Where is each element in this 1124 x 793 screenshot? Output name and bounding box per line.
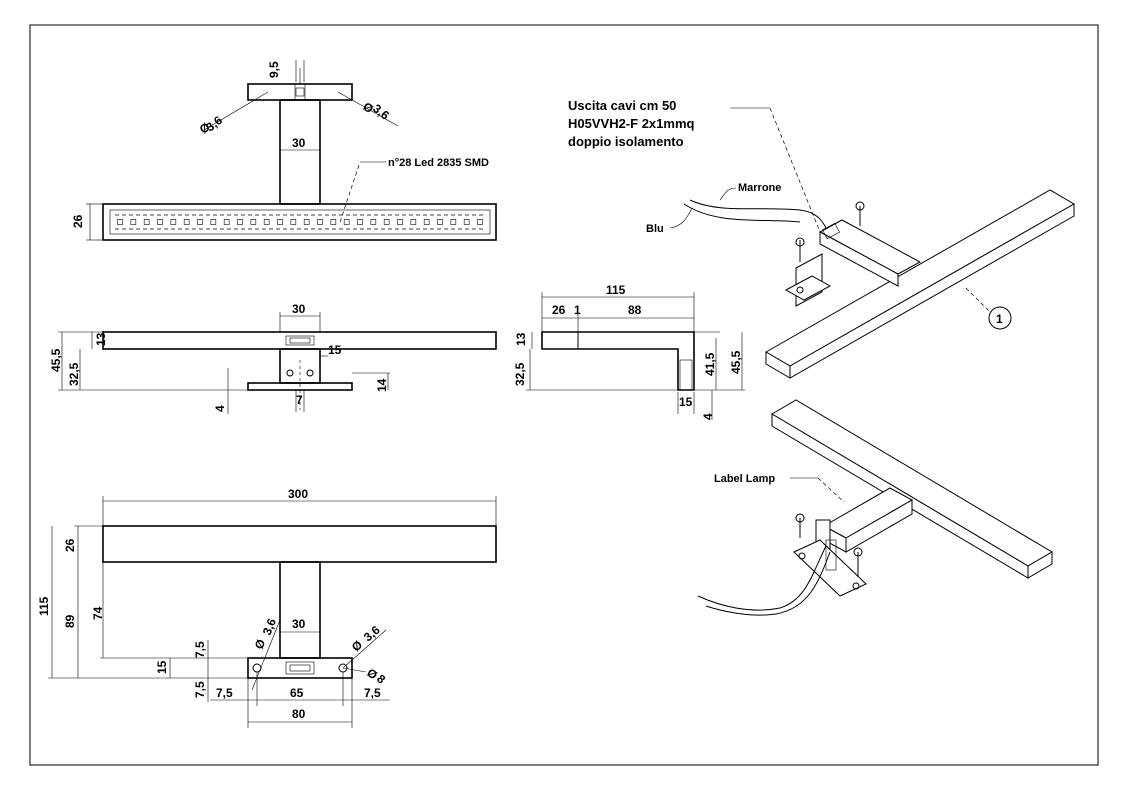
dim-side-bar-h: 13 [94, 332, 108, 346]
balloon-1 [988, 306, 1012, 330]
led-chip [223, 219, 230, 225]
dim-top-edge-r: 7,5 [364, 686, 381, 700]
led-chip [463, 219, 470, 225]
led-chip [290, 219, 297, 225]
label-lamp-note: Label Lamp [714, 473, 775, 485]
dim-top-half-a: 7,5 [193, 641, 207, 658]
side-bar [102, 331, 497, 350]
cable-note-line2: H05VVH2-F 2x1mmq [568, 116, 694, 131]
led-chip [383, 219, 390, 225]
side-view-mid: 30 13 45,5 32,5 15 14 4 7 [49, 302, 497, 414]
dim-top-base-w: 80 [292, 707, 306, 721]
dim-front-top-width: 9,5 [267, 61, 281, 78]
front-arm [279, 99, 321, 205]
led-chip [370, 219, 377, 225]
wire-brown-label: Marrone [738, 182, 781, 194]
drawing-frame [29, 24, 1099, 766]
dim-top-length: 300 [288, 487, 308, 501]
front-view: 9,5 3,6 Ø Ø 3,6 30 26 n°28 Led 2835 SMD [71, 60, 497, 241]
dim-right-seg-c: 88 [628, 303, 642, 317]
dim-right-bar-h: 13 [514, 332, 528, 346]
dim-right-seg-a: 26 [552, 303, 566, 317]
side-profile [541, 331, 695, 391]
led-chip [330, 219, 337, 225]
dim-side-arm-width: 30 [292, 302, 306, 316]
dim-front-bar-height: 26 [71, 214, 85, 228]
cable-note-line1: Uscita cavi cm 50 [568, 98, 676, 113]
svg-text:Ø: Ø [252, 637, 268, 651]
dim-right-overall: 115 [606, 283, 626, 297]
led-chip [130, 219, 137, 225]
led-chip [263, 219, 270, 225]
dim-side-center: 7 [296, 393, 303, 407]
led-chip [477, 219, 483, 225]
top-bar [102, 525, 497, 563]
led-chip [317, 219, 323, 225]
top-base-plate [247, 657, 353, 679]
dim-top-base-h: 15 [155, 660, 169, 674]
led-chip [210, 219, 217, 225]
dim-top-half-b: 7,5 [193, 681, 207, 698]
led-chip [170, 219, 177, 225]
front-mount-plate [247, 83, 353, 101]
balloon-label: 1 [996, 312, 1003, 326]
wire-blue-label: Blu [646, 223, 664, 235]
top-view: 300 26 115 89 74 30 Ø 3,6 Ø 3,6 Ø 8 15 7… [37, 487, 497, 728]
led-chip [157, 219, 163, 225]
led-chip [303, 219, 310, 225]
led-chip [197, 219, 203, 225]
dim-right-base-t: 4 [701, 413, 715, 420]
iso-view-lower: Label Lamp [697, 399, 1053, 616]
cable-note-line3: doppio isolamento [568, 134, 684, 149]
dim-top-arm-len: 74 [91, 606, 105, 620]
led-chip [277, 219, 283, 225]
dim-top-arm-w: 30 [292, 617, 306, 631]
dim-right-arm-h: 41,5 [703, 352, 717, 376]
top-arm [279, 561, 321, 659]
dim-side-lower-h: 32,5 [67, 362, 81, 386]
led-chip [117, 219, 123, 225]
dim-side-total-h: 45,5 [49, 348, 63, 372]
side-view-right: 115 26 1 88 13 32,5 41,5 45,5 15 4 [513, 283, 745, 420]
dim-right-lower-h: 32,5 [513, 362, 527, 386]
led-chip [183, 219, 190, 225]
dim-side-base-h: 14 [375, 378, 389, 392]
dim-right-seg-b: 1 [574, 303, 581, 317]
led-chip [437, 219, 443, 225]
led-chip [423, 219, 430, 225]
dim-right-total-h: 45,5 [729, 350, 743, 374]
dim-top-edge-l: 7,5 [216, 686, 233, 700]
led-chip [397, 219, 403, 225]
led-chip [450, 219, 457, 225]
led-chip [143, 219, 150, 225]
led-chip [250, 219, 257, 225]
led-note: n°28 Led 2835 SMD [388, 157, 489, 169]
iso-view-upper: Uscita cavi cm 50 H05VVH2-F 2x1mmq doppi… [568, 98, 1076, 379]
led-chip [343, 219, 350, 225]
dim-side-base-t: 4 [213, 405, 227, 412]
led-chip [357, 219, 363, 225]
dim-top-hole-d2: 3,6 [361, 623, 383, 645]
dim-right-base-w: 15 [679, 395, 693, 409]
front-led-bar [102, 203, 497, 241]
dim-top-hole-spacing: 65 [290, 686, 304, 700]
dim-top-lower-h: 89 [63, 614, 77, 628]
dim-top-overall-h: 115 [37, 596, 51, 616]
dim-top-bar-h: 26 [63, 538, 77, 552]
led-chip [410, 219, 417, 225]
led-chip [237, 219, 243, 225]
dim-top-hole-d: 3,6 [260, 616, 279, 637]
dim-side-slot: 15 [328, 343, 342, 357]
dim-front-arm-width: 30 [292, 136, 306, 150]
svg-text:Ø: Ø [349, 638, 365, 655]
